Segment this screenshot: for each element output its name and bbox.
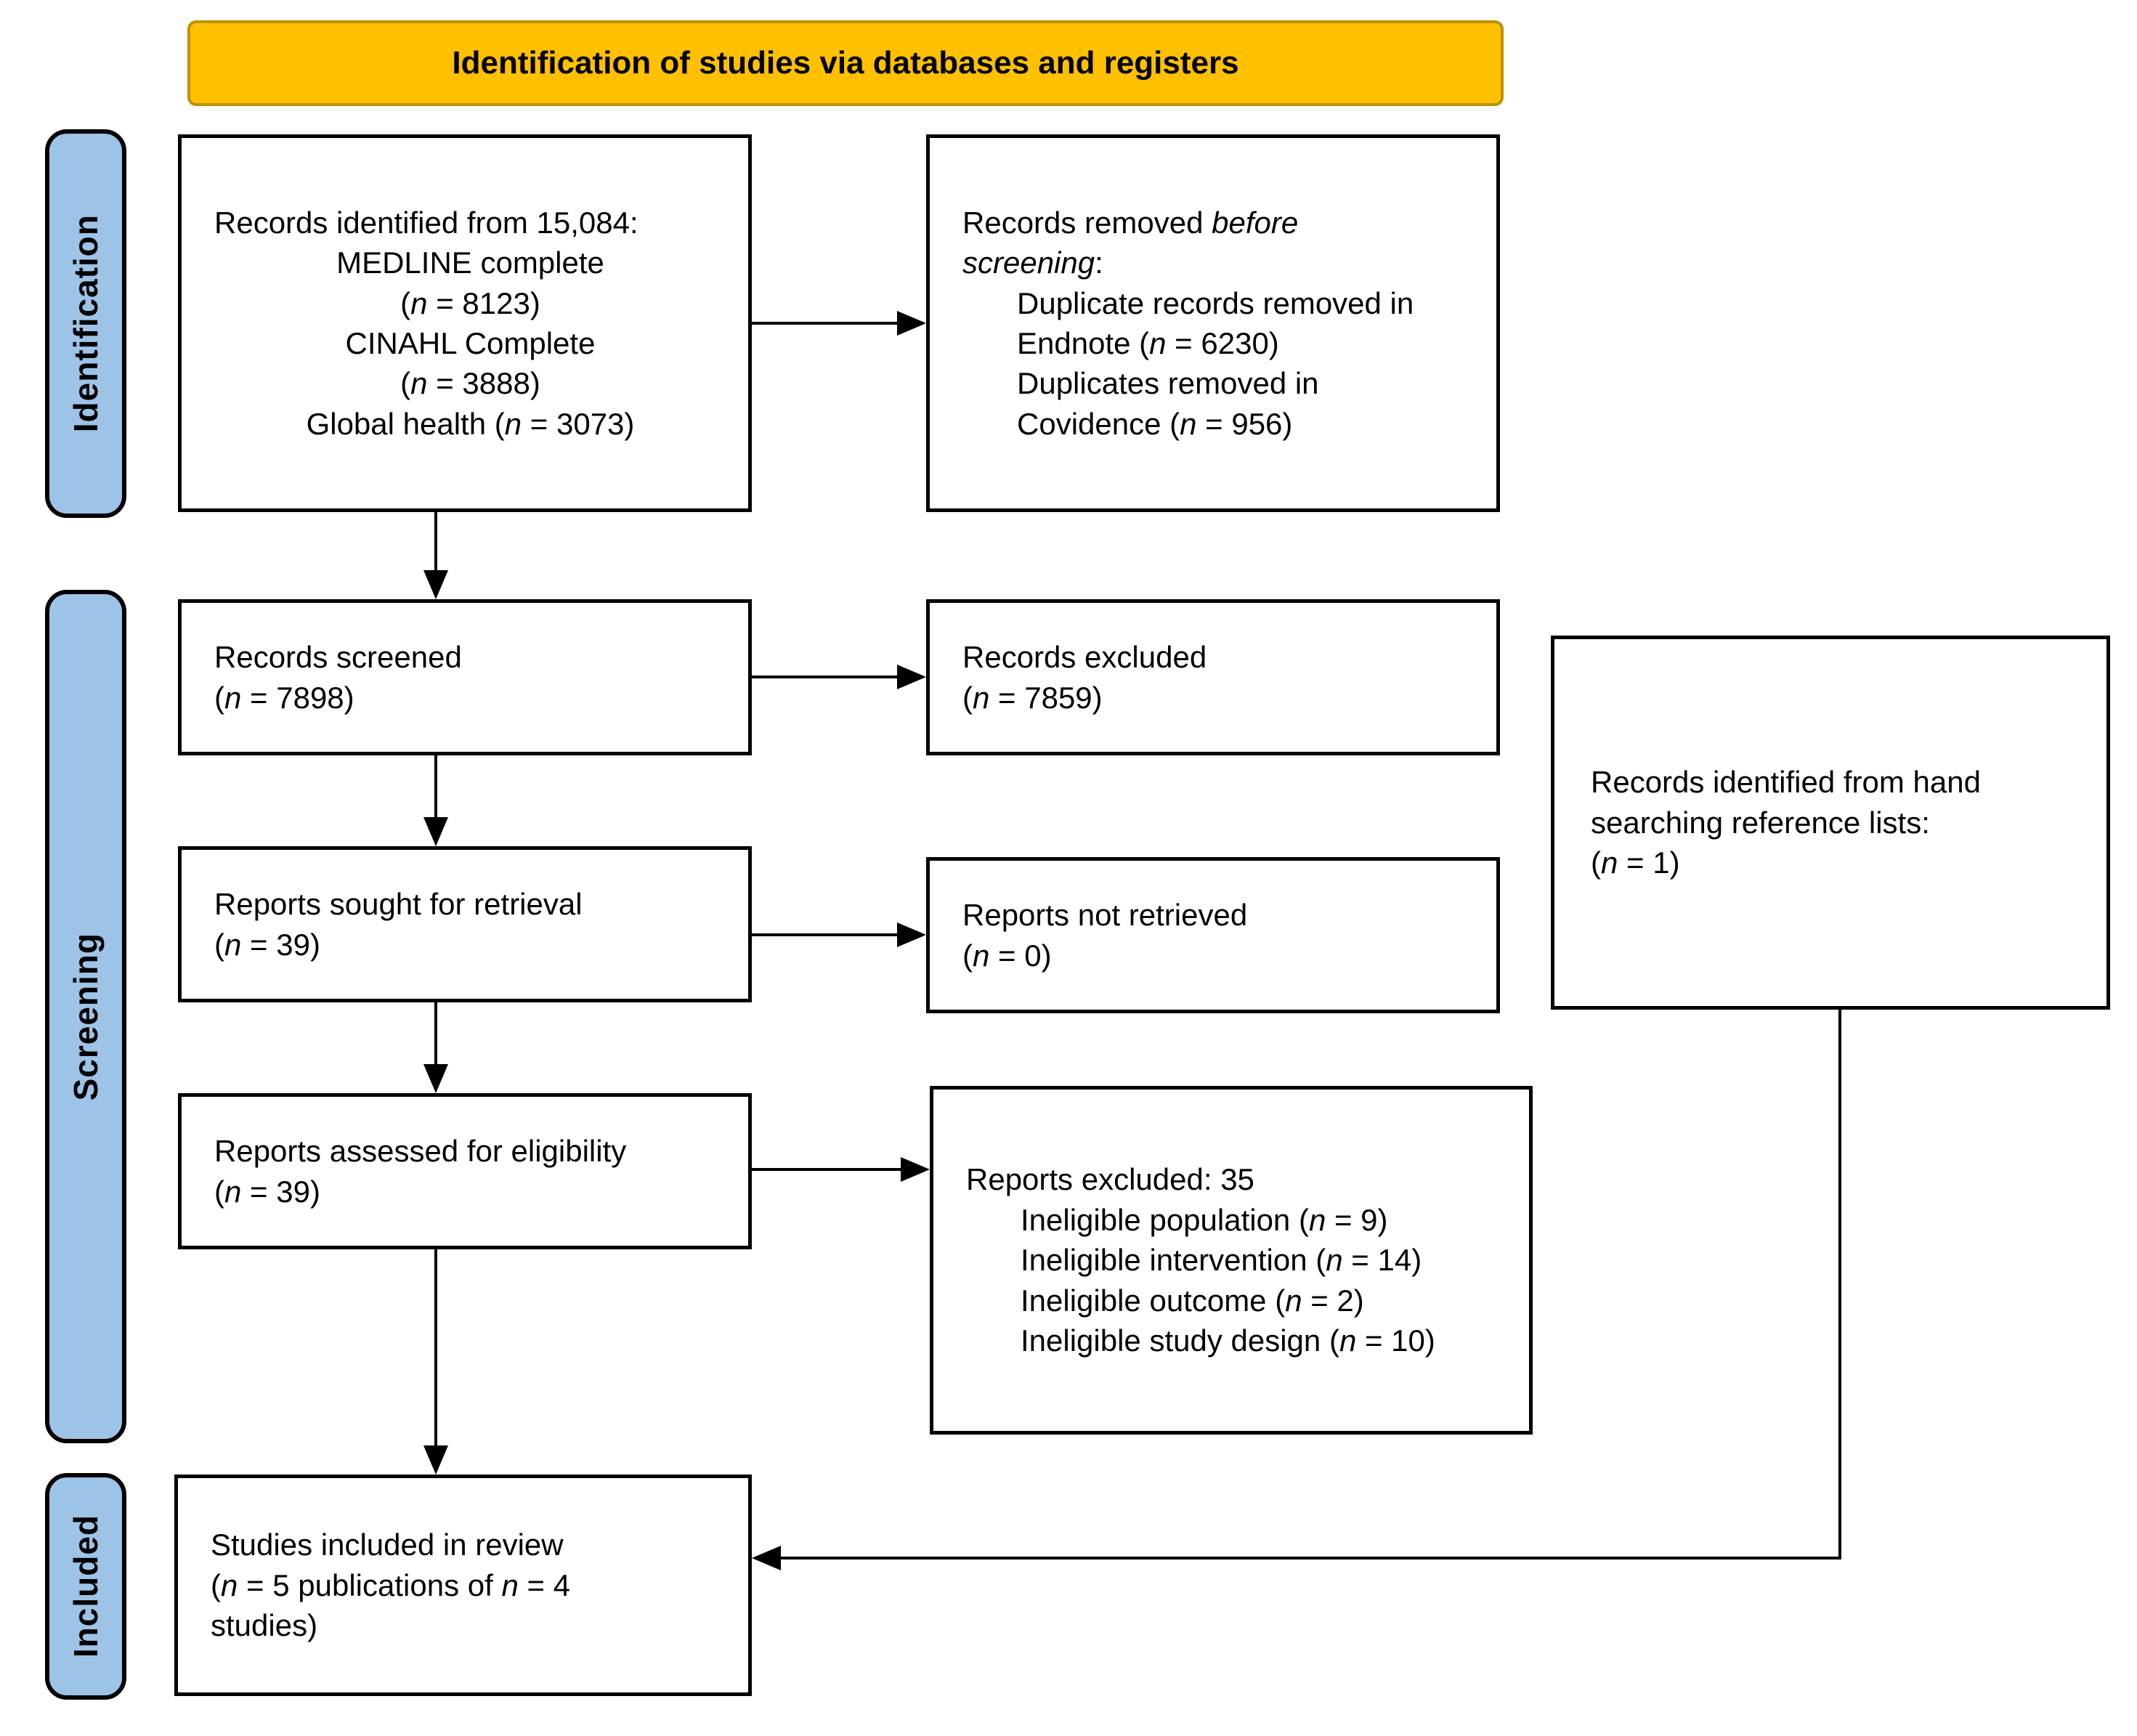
arrowhead-down-icon [423, 570, 448, 599]
arrowhead-right-icon [901, 1157, 930, 1182]
box-reports-not-retrieved: Reports not retrieved (n = 0) [926, 857, 1500, 1013]
box-line: (n = 0) [962, 938, 1052, 973]
box-line: (n = 7859) [962, 680, 1103, 715]
connector-line [752, 1168, 901, 1171]
header-banner: Identification of studies via databases … [187, 20, 1504, 106]
box-line: Duplicate records removed in [1017, 285, 1414, 320]
arrowhead-right-icon [897, 311, 926, 336]
arrowhead-down-icon [423, 817, 448, 846]
box-line: (n = 39) [214, 1174, 320, 1209]
box-line: Ineligible population (n = 9) [1021, 1202, 1388, 1237]
box-reports-excluded: Reports excluded: 35 Ineligible populati… [930, 1086, 1533, 1435]
arrowhead-right-icon [897, 665, 926, 689]
connector-line [434, 1002, 437, 1066]
box-line: Records screened [214, 640, 462, 675]
box-line: Studies included in review [211, 1528, 564, 1562]
box-hand-searching: Records identified from hand searching r… [1551, 636, 2110, 1010]
box-line: CINAHL Complete [345, 326, 596, 360]
box-line: (n = 8123) [400, 285, 540, 320]
box-line: (n = 7898) [214, 680, 354, 715]
box-line: Global health (n = 3073) [306, 406, 635, 441]
box-records-identified: Records identified from 15,084: MEDLINE … [178, 134, 752, 512]
stage-included-label: Included [67, 1514, 105, 1658]
box-line: Endnote (n = 6230) [1017, 326, 1279, 360]
box-reports-assessed: Reports assessed for eligibility (n = 39… [178, 1093, 752, 1249]
connector-line [752, 676, 897, 678]
box-line: Records removed before [962, 205, 1299, 240]
box-line: (n = 1) [1591, 845, 1680, 880]
box-line: Reports assessed for eligibility [214, 1134, 627, 1169]
box-line: (n = 5 publications of n = 4 [211, 1567, 571, 1602]
box-line: Reports excluded: 35 [966, 1162, 1254, 1197]
box-line: searching reference lists: [1591, 805, 1930, 840]
box-line: studies) [211, 1608, 318, 1643]
box-line: Ineligible outcome (n = 2) [1021, 1283, 1364, 1318]
arrowhead-down-icon [423, 1064, 448, 1093]
stage-included: Included [45, 1473, 126, 1700]
box-studies-included: Studies included in review (n = 5 public… [174, 1475, 752, 1696]
box-line: Ineligible study design (n = 10) [1021, 1323, 1435, 1358]
box-records-removed: Records removed before screening: Duplic… [926, 134, 1500, 512]
stage-identification: Identification [45, 129, 126, 518]
connector-line [434, 512, 437, 572]
box-line: (n = 3888) [400, 366, 540, 401]
box-line: Records identified from hand [1591, 765, 1981, 800]
box-line: screening: [962, 246, 1103, 280]
box-line: (n = 39) [214, 927, 320, 962]
box-line: Records identified from 15,084: [214, 205, 638, 240]
stage-screening: Screening [45, 590, 126, 1443]
box-line: Records excluded [962, 640, 1207, 675]
arrowhead-right-icon [897, 922, 926, 947]
connector-line [434, 755, 437, 819]
box-line: MEDLINE complete [336, 246, 604, 280]
box-records-excluded: Records excluded (n = 7859) [926, 599, 1500, 755]
stage-screening-label: Screening [67, 932, 105, 1101]
connector-line [1838, 1010, 1841, 1558]
connector-line [752, 933, 897, 936]
box-line: Reports sought for retrieval [214, 887, 583, 922]
header-title: Identification of studies via databases … [452, 45, 1239, 81]
arrowhead-left-icon [752, 1546, 781, 1570]
box-line: Ineligible intervention (n = 14) [1021, 1243, 1422, 1278]
box-line: Covidence (n = 956) [1017, 406, 1293, 441]
stage-identification-label: Identification [67, 214, 105, 433]
connector-line [752, 322, 897, 325]
connector-line [779, 1557, 1841, 1559]
box-line: Duplicates removed in [1017, 366, 1319, 401]
box-records-screened: Records screened (n = 7898) [178, 599, 752, 755]
connector-line [434, 1249, 437, 1447]
box-reports-sought: Reports sought for retrieval (n = 39) [178, 846, 752, 1002]
arrowhead-down-icon [423, 1445, 448, 1475]
box-line: Reports not retrieved [962, 898, 1248, 933]
